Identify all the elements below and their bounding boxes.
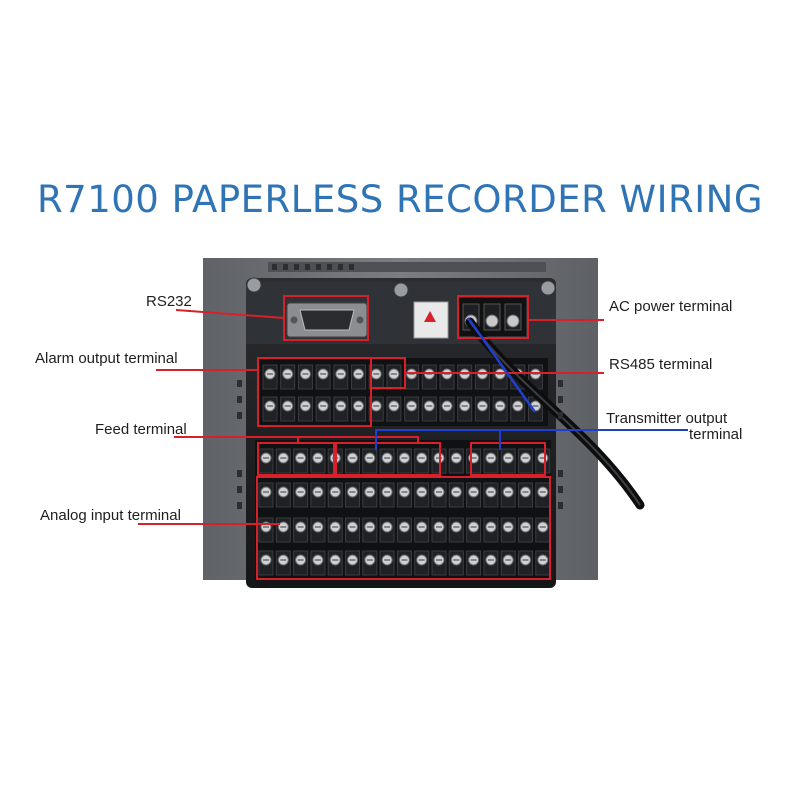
warning-icon <box>424 311 436 322</box>
blue-callouts <box>375 317 688 450</box>
label-transmitter-output-line1: Transmitter output <box>606 410 728 427</box>
analog-input-highlight-box <box>256 476 551 580</box>
label-alarm-output: Alarm output terminal <box>35 350 178 367</box>
ac-power-terminal-block <box>458 298 526 336</box>
label-rs232: RS232 <box>146 293 192 310</box>
label-feed: Feed terminal <box>95 421 187 438</box>
feed-highlight-box-2 <box>335 442 441 476</box>
rs232-leader-line <box>175 309 285 319</box>
side-vent-holes <box>237 380 563 509</box>
label-rs485: RS485 terminal <box>609 356 712 373</box>
diagram-title: R7100 PAPERLESS RECORDER WIRING <box>36 178 764 221</box>
feed-leader-line-2 <box>298 436 419 443</box>
feed-highlight-box-1 <box>257 442 335 476</box>
mounting-screws <box>246 277 556 298</box>
ac-power-highlight-box <box>457 295 529 339</box>
label-ac-power: AC power terminal <box>609 298 732 315</box>
alarm-output-highlight-box <box>257 357 372 427</box>
power-cable-wire-blue <box>466 317 537 413</box>
label-analog-input: Analog input terminal <box>40 507 181 524</box>
top-vent-slots <box>268 262 546 272</box>
transmitter-output-leader-line <box>375 429 688 450</box>
label-transmitter-output-line2: terminal <box>689 426 742 443</box>
red-callouts <box>138 295 604 580</box>
transmitter-output-highlight-box <box>470 442 546 476</box>
rs232-connector <box>286 302 368 338</box>
